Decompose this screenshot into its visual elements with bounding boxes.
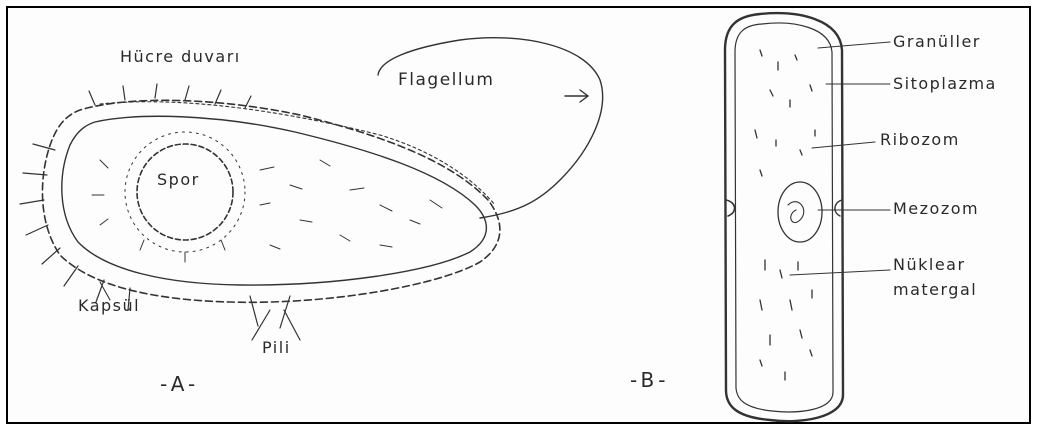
figure-a-cell <box>20 38 603 340</box>
spore <box>137 144 233 240</box>
figure-b-cell <box>725 13 890 421</box>
granule-marks <box>755 50 815 380</box>
label-mesosome: Mezozom <box>893 199 979 218</box>
panel-label-a: -A- <box>160 372 199 396</box>
label-nuclear-line1: Nüklear <box>893 255 966 274</box>
outer-wall <box>725 13 843 421</box>
panel-label-b: -B- <box>630 368 669 392</box>
label-nuclear-line2: matergal <box>893 280 977 299</box>
label-cell-wall: Hücre duvarı <box>120 47 241 66</box>
pili-hairs <box>20 84 290 328</box>
cell-wall-outline <box>62 116 487 285</box>
label-ribosome: Ribozom <box>880 130 960 149</box>
label-spore: Spor <box>157 170 200 189</box>
label-granules: Granüller <box>893 32 981 51</box>
mesosome <box>778 182 822 242</box>
label-pili: Pili <box>262 338 291 357</box>
flagellum <box>378 38 603 218</box>
label-flagellum: Flagellum <box>398 70 494 90</box>
label-capsule: Kapsül <box>78 296 140 315</box>
label-cytoplasm: Sitoplazma <box>893 74 997 93</box>
cytoplasm-marks <box>92 160 442 262</box>
